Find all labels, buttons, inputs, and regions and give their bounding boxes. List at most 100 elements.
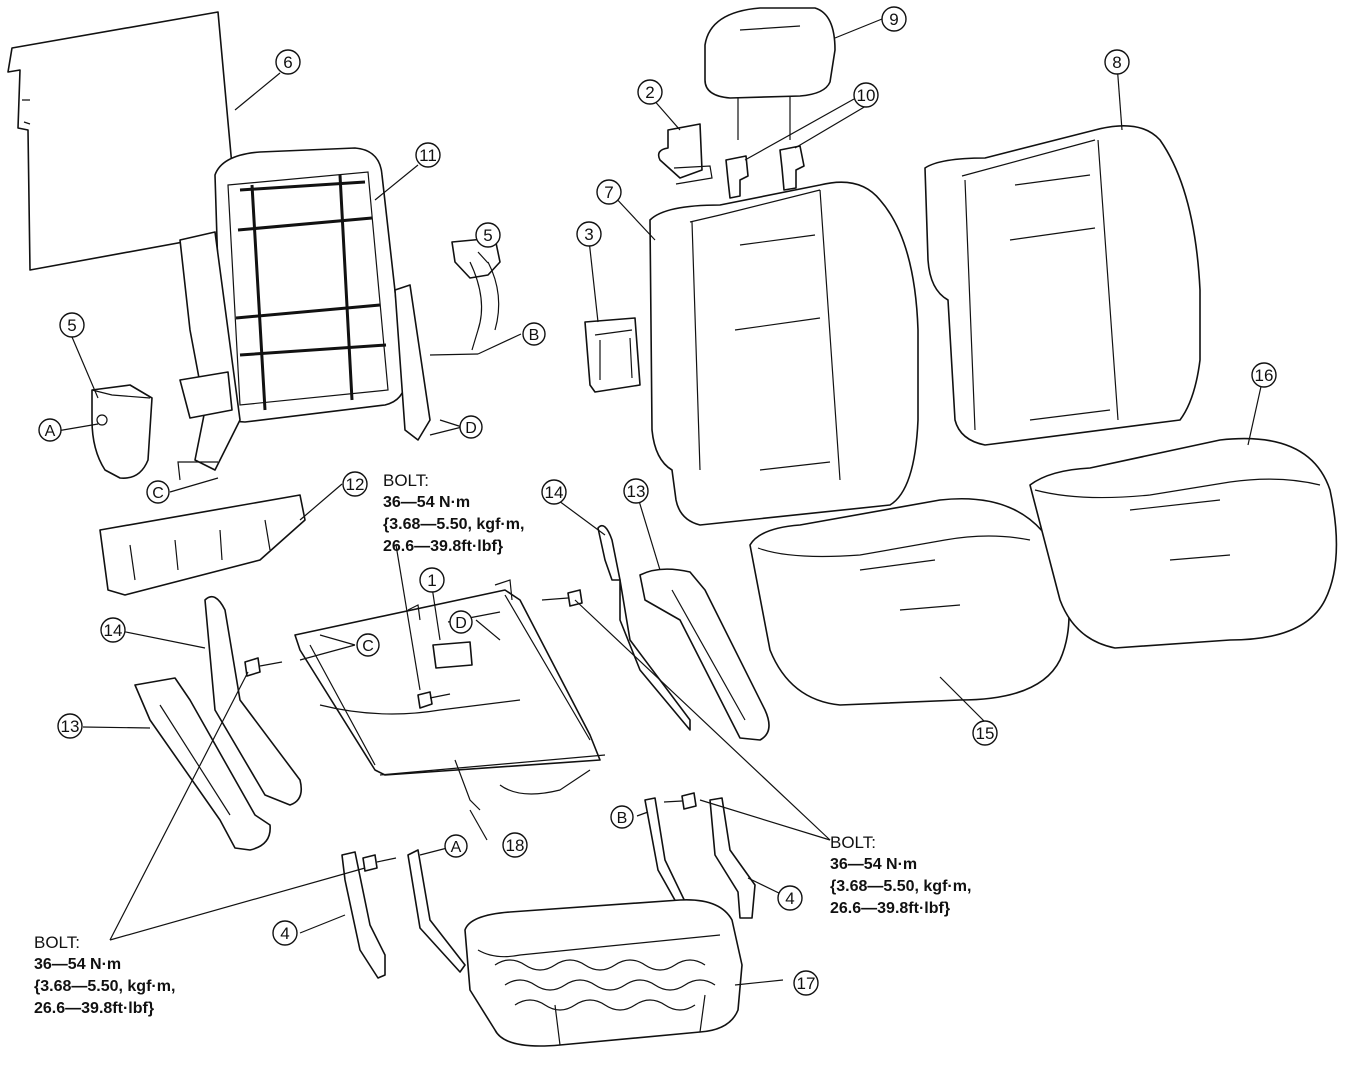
bolt-spec-right-kgf: {3.68—5.50, kgf·m, [830,878,972,895]
part-hinge-cover-right [451,237,501,351]
letter-c-lower-label: C [362,638,374,655]
part-headrest [704,7,836,140]
bolt-spec-right-ftlbf: 26.6—39.8ft·lbf} [830,900,951,917]
bolt-spec-right-nm: 36—54 N·m [830,856,918,873]
callout-3-label: 3 [584,225,593,244]
bolt-icon-left [244,657,283,677]
bolt-icon-left-bottom [362,854,397,872]
part-leg-left-front [341,851,386,979]
letter-d-lower-label: D [455,615,467,632]
bolt-spec-top-nm: 36—54 N·m [383,494,471,511]
letter-a-lower: A [444,834,468,858]
part-seat-cushion-left [749,498,1070,706]
part-back-board [7,11,239,271]
callout-13a: 13 [623,478,649,504]
callout-10-label: 10 [857,86,876,105]
part-seatback-frame [179,147,431,471]
bolt-spec-top: BOLT: 36—54 N·m {3.68—5.50, kgf·m, 26.6—… [383,470,524,558]
callout-18-label: 18 [506,836,525,855]
letter-c-upper: C [146,480,170,504]
callout-18: 18 [502,832,528,858]
bolt-spec-right: BOLT: 36—54 N·m {3.68—5.50, kgf·m, 26.6—… [830,832,971,920]
part-rear-trim-12 [99,494,306,596]
callout-15: 15 [972,720,998,746]
letter-c-upper-label: C [152,485,164,502]
callout-7: 7 [596,179,622,205]
part-seat-cushion-right [1029,437,1338,649]
callout-4b: 4 [272,920,298,946]
letter-b-lower: B [610,805,634,829]
letter-a-upper-label: A [45,423,56,440]
letter-b-upper-label: B [529,327,540,344]
letter-d-upper: D [459,415,483,439]
callout-4b-label: 4 [280,924,289,943]
part-leg-right-rear [709,797,756,919]
part-side-trim-14-right [597,524,691,731]
part-side-trim-13-left [134,677,271,851]
bolt-spec-left: BOLT: 36—54 N·m {3.68—5.50, kgf·m, 26.6—… [34,932,175,1020]
callout-12-label: 12 [346,475,365,494]
callout-17: 17 [793,970,819,996]
callout-1-label: 1 [427,571,436,590]
callout-1: 1 [419,567,445,593]
part-bracket-2 [657,123,713,185]
part-headrest-guides [725,145,805,199]
callout-2-label: 2 [645,83,654,102]
bolt-icon-right-top [541,589,583,607]
part-seat-frame-18 [294,579,606,811]
callout-4a: 4 [777,885,803,911]
callout-14a-label: 14 [545,483,564,502]
part-leg-left-rear [407,849,466,973]
callout-5b-label: 5 [483,226,492,245]
bolt-spec-top-heading: BOLT: [383,471,429,490]
part-side-trim-13-right [639,568,770,741]
callout-13b: 13 [57,713,83,739]
part-side-trim-14-left [204,595,303,806]
callout-16-label: 16 [1255,366,1274,385]
callout-12: 12 [342,471,368,497]
callout-8: 8 [1104,49,1130,75]
bolt-spec-top-kgf: {3.68—5.50, kgf·m, [383,516,525,533]
callout-5b: 5 [475,222,501,248]
letter-a-upper: A [38,418,62,442]
letter-d-upper-label: D [465,420,477,437]
callout-6: 6 [275,49,301,75]
part-pocket-3 [584,317,641,393]
callout-16: 16 [1251,362,1277,388]
callout-2: 2 [637,79,663,105]
bolt-icon-center [417,691,451,709]
part-seatback-right [924,124,1201,446]
bolt-spec-left-nm: 36—54 N·m [34,956,122,973]
callout-8-label: 8 [1112,53,1121,72]
callout-13a-label: 13 [627,482,646,501]
callout-14b: 14 [100,617,126,643]
callout-13b-label: 13 [61,717,80,736]
letter-b-lower-label: B [617,810,628,827]
bolt-spec-left-ftlbf: 26.6—39.8ft·lbf} [34,1000,155,1017]
callout-9: 9 [881,6,907,32]
callout-6-label: 6 [283,53,292,72]
callout-11: 11 [415,142,441,168]
leader-lines [56,18,1263,986]
callout-7-label: 7 [604,183,613,202]
callout-14b-label: 14 [104,621,123,640]
callout-4a-label: 4 [785,889,794,908]
bolt-spec-right-heading: BOLT: [830,833,876,852]
callout-5a-label: 5 [67,316,76,335]
callout-17-label: 17 [797,974,816,993]
part-seatback-left [649,181,919,526]
part-seat-pan-17 [464,899,743,1047]
letter-a-lower-label: A [451,839,462,856]
callout-11-label: 11 [419,146,437,165]
part-hinge-cover-left [91,371,233,479]
bolt-spec-left-heading: BOLT: [34,933,80,952]
bolt-icon-right-bottom [663,792,697,810]
callout-14a: 14 [541,479,567,505]
callout-3: 3 [576,221,602,247]
bolt-spec-top-ftlbf: 26.6—39.8ft·lbf} [383,538,504,555]
callout-10: 10 [853,82,879,108]
letter-c-lower: C [356,633,380,657]
callout-5a: 5 [59,312,85,338]
bolt-spec-left-kgf: {3.68—5.50, kgf·m, [34,978,176,995]
